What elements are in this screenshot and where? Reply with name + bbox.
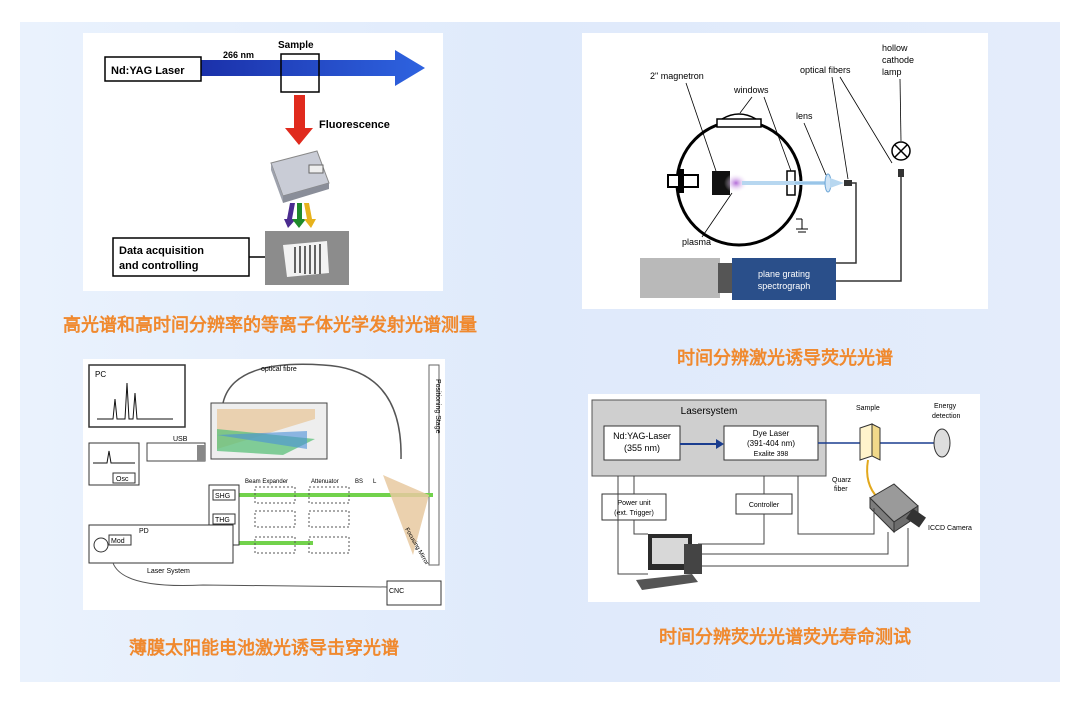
- positioning-stage: [428, 364, 440, 566]
- fluorescence-arrow: [285, 95, 313, 145]
- controller-label: Controller: [749, 502, 780, 509]
- sample-cuvette: [859, 423, 881, 461]
- spectrometer-icon: [270, 150, 330, 203]
- quarz-label-1: Quarz: [832, 477, 852, 484]
- optical-fibre-label: optical fibre: [261, 366, 297, 373]
- spectrograph-label-2: spectrograph: [758, 281, 811, 291]
- bs-label: BS: [355, 479, 363, 485]
- dye-label-2: (391-404 nm): [747, 439, 795, 448]
- energy-label-2: detection: [932, 413, 961, 420]
- figure-libs-setup: PC USB optical fibre Positioning Stage O…: [83, 359, 445, 610]
- ndyag-label-2: (355 nm): [624, 443, 660, 453]
- osc-label: Osc: [116, 476, 129, 483]
- positioning-stage-label: Positioning Stage: [434, 379, 441, 434]
- caption-top-left: 高光谱和高时间分辨率的等离子体光学发射光谱测量: [63, 315, 477, 336]
- shg-label: SHG: [215, 493, 230, 500]
- iccd-camera: [869, 483, 926, 534]
- daq-box: [112, 237, 250, 277]
- laser-box: [104, 56, 202, 82]
- caption-bottom-left: 薄膜太阳能电池激光诱导击穿光谱: [129, 638, 399, 659]
- plasma-label: plasma: [682, 237, 711, 247]
- dye-laser-box: [723, 425, 819, 461]
- thg-label: THG: [215, 517, 230, 524]
- optical-fibers-label: optical fibers: [800, 65, 851, 75]
- laser-beam: [233, 493, 433, 497]
- figure-lifetime-setup: Lasersystem Nd:YAG-Laser (355 nm) Dye La…: [588, 394, 980, 602]
- daq-label-1: Data acquisition: [119, 245, 204, 257]
- magnetron: [712, 171, 730, 195]
- daq-label-2: and controlling: [119, 260, 198, 272]
- power-label-1: Power unit: [617, 500, 650, 507]
- windows-label: windows: [733, 85, 769, 95]
- computer-icon: [636, 534, 702, 590]
- green-arrow: [292, 203, 306, 228]
- cnc-label: CNC: [389, 588, 404, 595]
- ndyag-box: [603, 425, 681, 461]
- sample-box: [280, 53, 320, 93]
- dye-label-3: Exalite 398: [754, 451, 789, 458]
- pc-label: PC: [95, 370, 106, 379]
- fluorescence-label: Fluorescence: [319, 119, 390, 131]
- spectrograph-box: [732, 258, 836, 300]
- laser-label: Nd:YAG Laser: [111, 65, 185, 77]
- sample-label: Sample: [278, 40, 314, 51]
- beam-expander-label: Beam Expander: [245, 479, 288, 485]
- lamp-label-2: cathode: [882, 55, 914, 65]
- caption-bottom-right: 时间分辨荧光光谱荧光寿命测试: [659, 627, 911, 648]
- iccd-label: ICCD Camera: [928, 525, 972, 532]
- mod-label: Mod: [111, 538, 125, 545]
- ndyag-label-1: Nd:YAG-Laser: [613, 431, 671, 441]
- magnetron-label: 2" magnetron: [650, 71, 704, 81]
- usb-label: USB: [173, 436, 188, 443]
- energy-label-1: Energy: [934, 403, 957, 410]
- lamp-label-1: hollow: [882, 43, 908, 53]
- lens-label: lens: [796, 111, 813, 121]
- camera-icon: [283, 241, 329, 277]
- lamp-label-3: lamp: [882, 67, 902, 77]
- yellow-arrow: [304, 203, 316, 228]
- pd-label: PD: [139, 528, 149, 535]
- sample-label: Sample: [856, 405, 880, 412]
- figure-fluorescence-setup: Nd:YAG Laser 266 nm Sample Fluorescence: [83, 33, 443, 291]
- spectrograph-label-1: plane grating: [758, 269, 810, 279]
- dye-label-1: Dye Laser: [753, 429, 790, 438]
- violet-arrow: [284, 203, 296, 228]
- wavelength-label: 266 nm: [223, 50, 254, 60]
- laser-system-label: Laser System: [147, 568, 190, 575]
- plasma: [724, 173, 748, 193]
- lasersystem-label: Lasersystem: [681, 406, 738, 417]
- detector-camera: [640, 258, 720, 298]
- energy-detector: [933, 428, 951, 458]
- figure-magnetron-setup: plane grating spectrograph 2" magnetron …: [582, 33, 988, 309]
- attenuator-label: Attenuator: [311, 479, 339, 485]
- caption-top-right: 时间分辨激光诱导荧光光谱: [677, 348, 893, 369]
- l-label: L: [373, 479, 377, 485]
- quarz-label-2: fiber: [834, 486, 848, 493]
- power-label-2: (ext. Trigger): [614, 510, 654, 517]
